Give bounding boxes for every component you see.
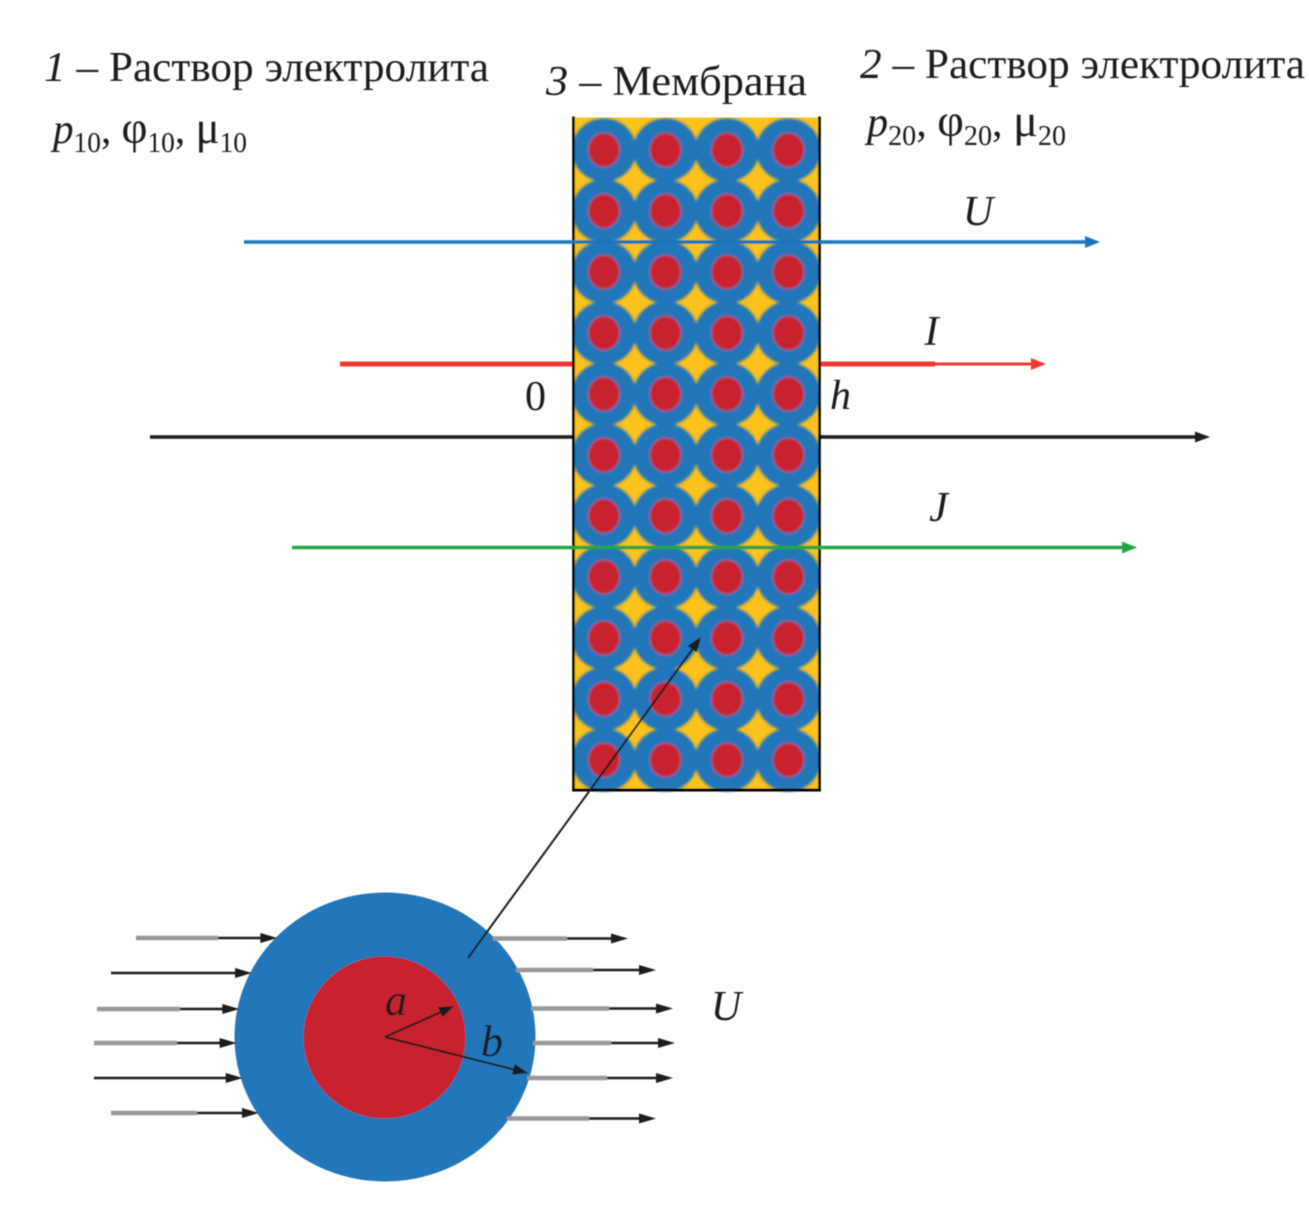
svg-text:h: h bbox=[830, 373, 851, 419]
svg-text:0: 0 bbox=[525, 374, 546, 420]
svg-text:1 – Раствор электролита: 1 – Раствор электролита bbox=[44, 45, 489, 91]
svg-text:U: U bbox=[711, 984, 744, 1030]
svg-text:2 – Раствор электролита: 2 – Раствор электролита bbox=[860, 42, 1305, 88]
svg-text:b: b bbox=[481, 1017, 503, 1066]
svg-text:I: I bbox=[924, 309, 941, 355]
svg-text:U: U bbox=[963, 189, 996, 235]
svg-text:p10, φ10, μ10: p10, φ10, μ10 bbox=[50, 102, 247, 159]
svg-text:3 – Мембрана: 3 – Мембрана bbox=[545, 59, 807, 105]
svg-text:a: a bbox=[385, 976, 407, 1025]
svg-text:p20, φ20, μ20: p20, φ20, μ20 bbox=[864, 95, 1066, 152]
svg-text:J: J bbox=[929, 485, 950, 531]
